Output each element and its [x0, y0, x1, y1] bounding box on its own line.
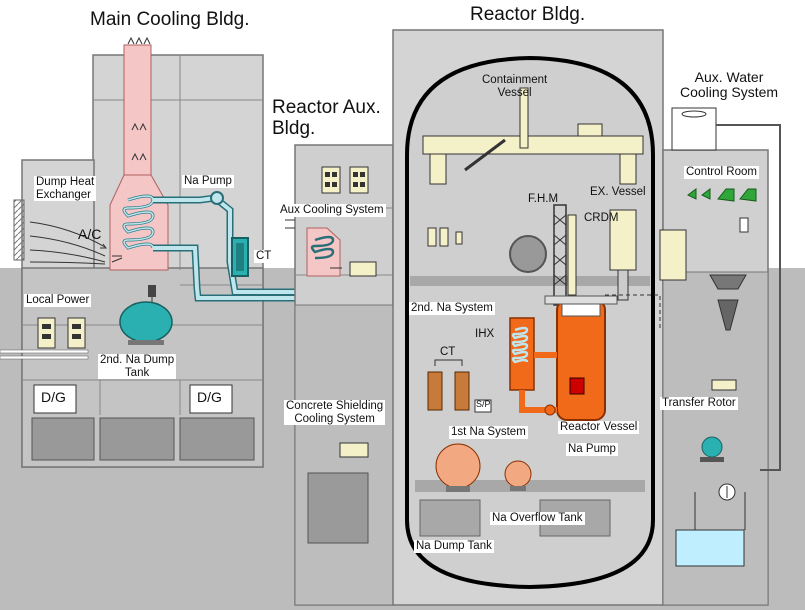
ex-vessel-label: EX. Vessel — [590, 186, 646, 198]
dump-tank-label: 2nd. Na Dump Tank — [98, 354, 177, 380]
na-pump-top-label: Na Pump — [182, 175, 234, 188]
ct-left-label: CT — [254, 250, 274, 263]
ct-inner-label: CT — [440, 346, 456, 358]
transfer-path-line — [605, 294, 661, 330]
crdm-label: CRDM — [584, 212, 619, 224]
dump-tank-line2: Tank — [124, 366, 150, 379]
reactor-aux-title-line1: Reactor Aux. — [272, 97, 381, 118]
second-na-system-label: 2nd. Na System — [409, 302, 495, 315]
sp-label: S/P — [476, 399, 491, 409]
main-cooling-building-title: Main Cooling Bldg. — [90, 9, 250, 30]
primary-sodium-system — [509, 295, 618, 421]
fhm-label: F.H.M — [528, 193, 559, 205]
ct-tanks-inner — [427, 359, 492, 413]
aux-water-line1: Aux. Water — [694, 69, 764, 85]
dg-right-label: D/G — [197, 389, 222, 405]
local-power-label: Local Power — [24, 294, 92, 307]
reactor-aux-building — [285, 144, 394, 606]
aux-water-line2: Cooling System — [680, 84, 779, 101]
na-overflow-tank-label: Na Overflow Tank — [490, 512, 585, 525]
aux-cooling-system-label: Aux Cooling System — [278, 204, 386, 217]
reactor-vessel-label: Reactor Vessel — [558, 421, 640, 434]
concrete-line1: Concrete Shielding — [286, 400, 384, 412]
first-na-system-label: 1st Na System — [449, 426, 528, 439]
air-flow-arrows — [29, 221, 123, 265]
reactor-aux-building-title: Reactor Aux. Bldg. — [272, 97, 381, 140]
na-dump-tank-label: Na Dump Tank — [414, 540, 494, 553]
na-pump-top-icon — [210, 191, 224, 205]
ihx-label: IHX — [475, 328, 495, 340]
concrete-shielding-label: Concrete Shielding Cooling System — [284, 400, 386, 426]
aux-water-cooling-title: Aux. Water Cooling System — [680, 69, 779, 101]
second-na-dump-tank — [119, 285, 173, 345]
dg-left-label: D/G — [41, 389, 66, 405]
reactor-building-title: Reactor Bldg. — [470, 4, 586, 25]
ac-label: A/C — [78, 226, 102, 242]
dump-tank-line1: 2nd. Na Dump — [100, 354, 175, 366]
containment-line2: Vessel — [497, 86, 532, 99]
dump-heat-exchanger-line2: Exchanger — [36, 188, 91, 201]
control-room-label: Control Room — [684, 166, 759, 179]
reactor-aux-title-line2: Bldg. — [272, 117, 316, 139]
containment-line1: Containment — [482, 74, 548, 86]
na-pump-primary-label: Na Pump — [566, 443, 618, 456]
dump-heat-exchanger-label: Dump Heat Exchanger — [34, 176, 97, 202]
ct-tank-left — [231, 237, 249, 277]
transfer-rotor-label: Transfer Rotor — [660, 397, 738, 410]
containment-vessel-label: Containment Vessel — [482, 74, 547, 99]
concrete-line2: Cooling System — [294, 412, 375, 425]
dump-heat-exchanger-line1: Dump Heat — [36, 176, 95, 188]
